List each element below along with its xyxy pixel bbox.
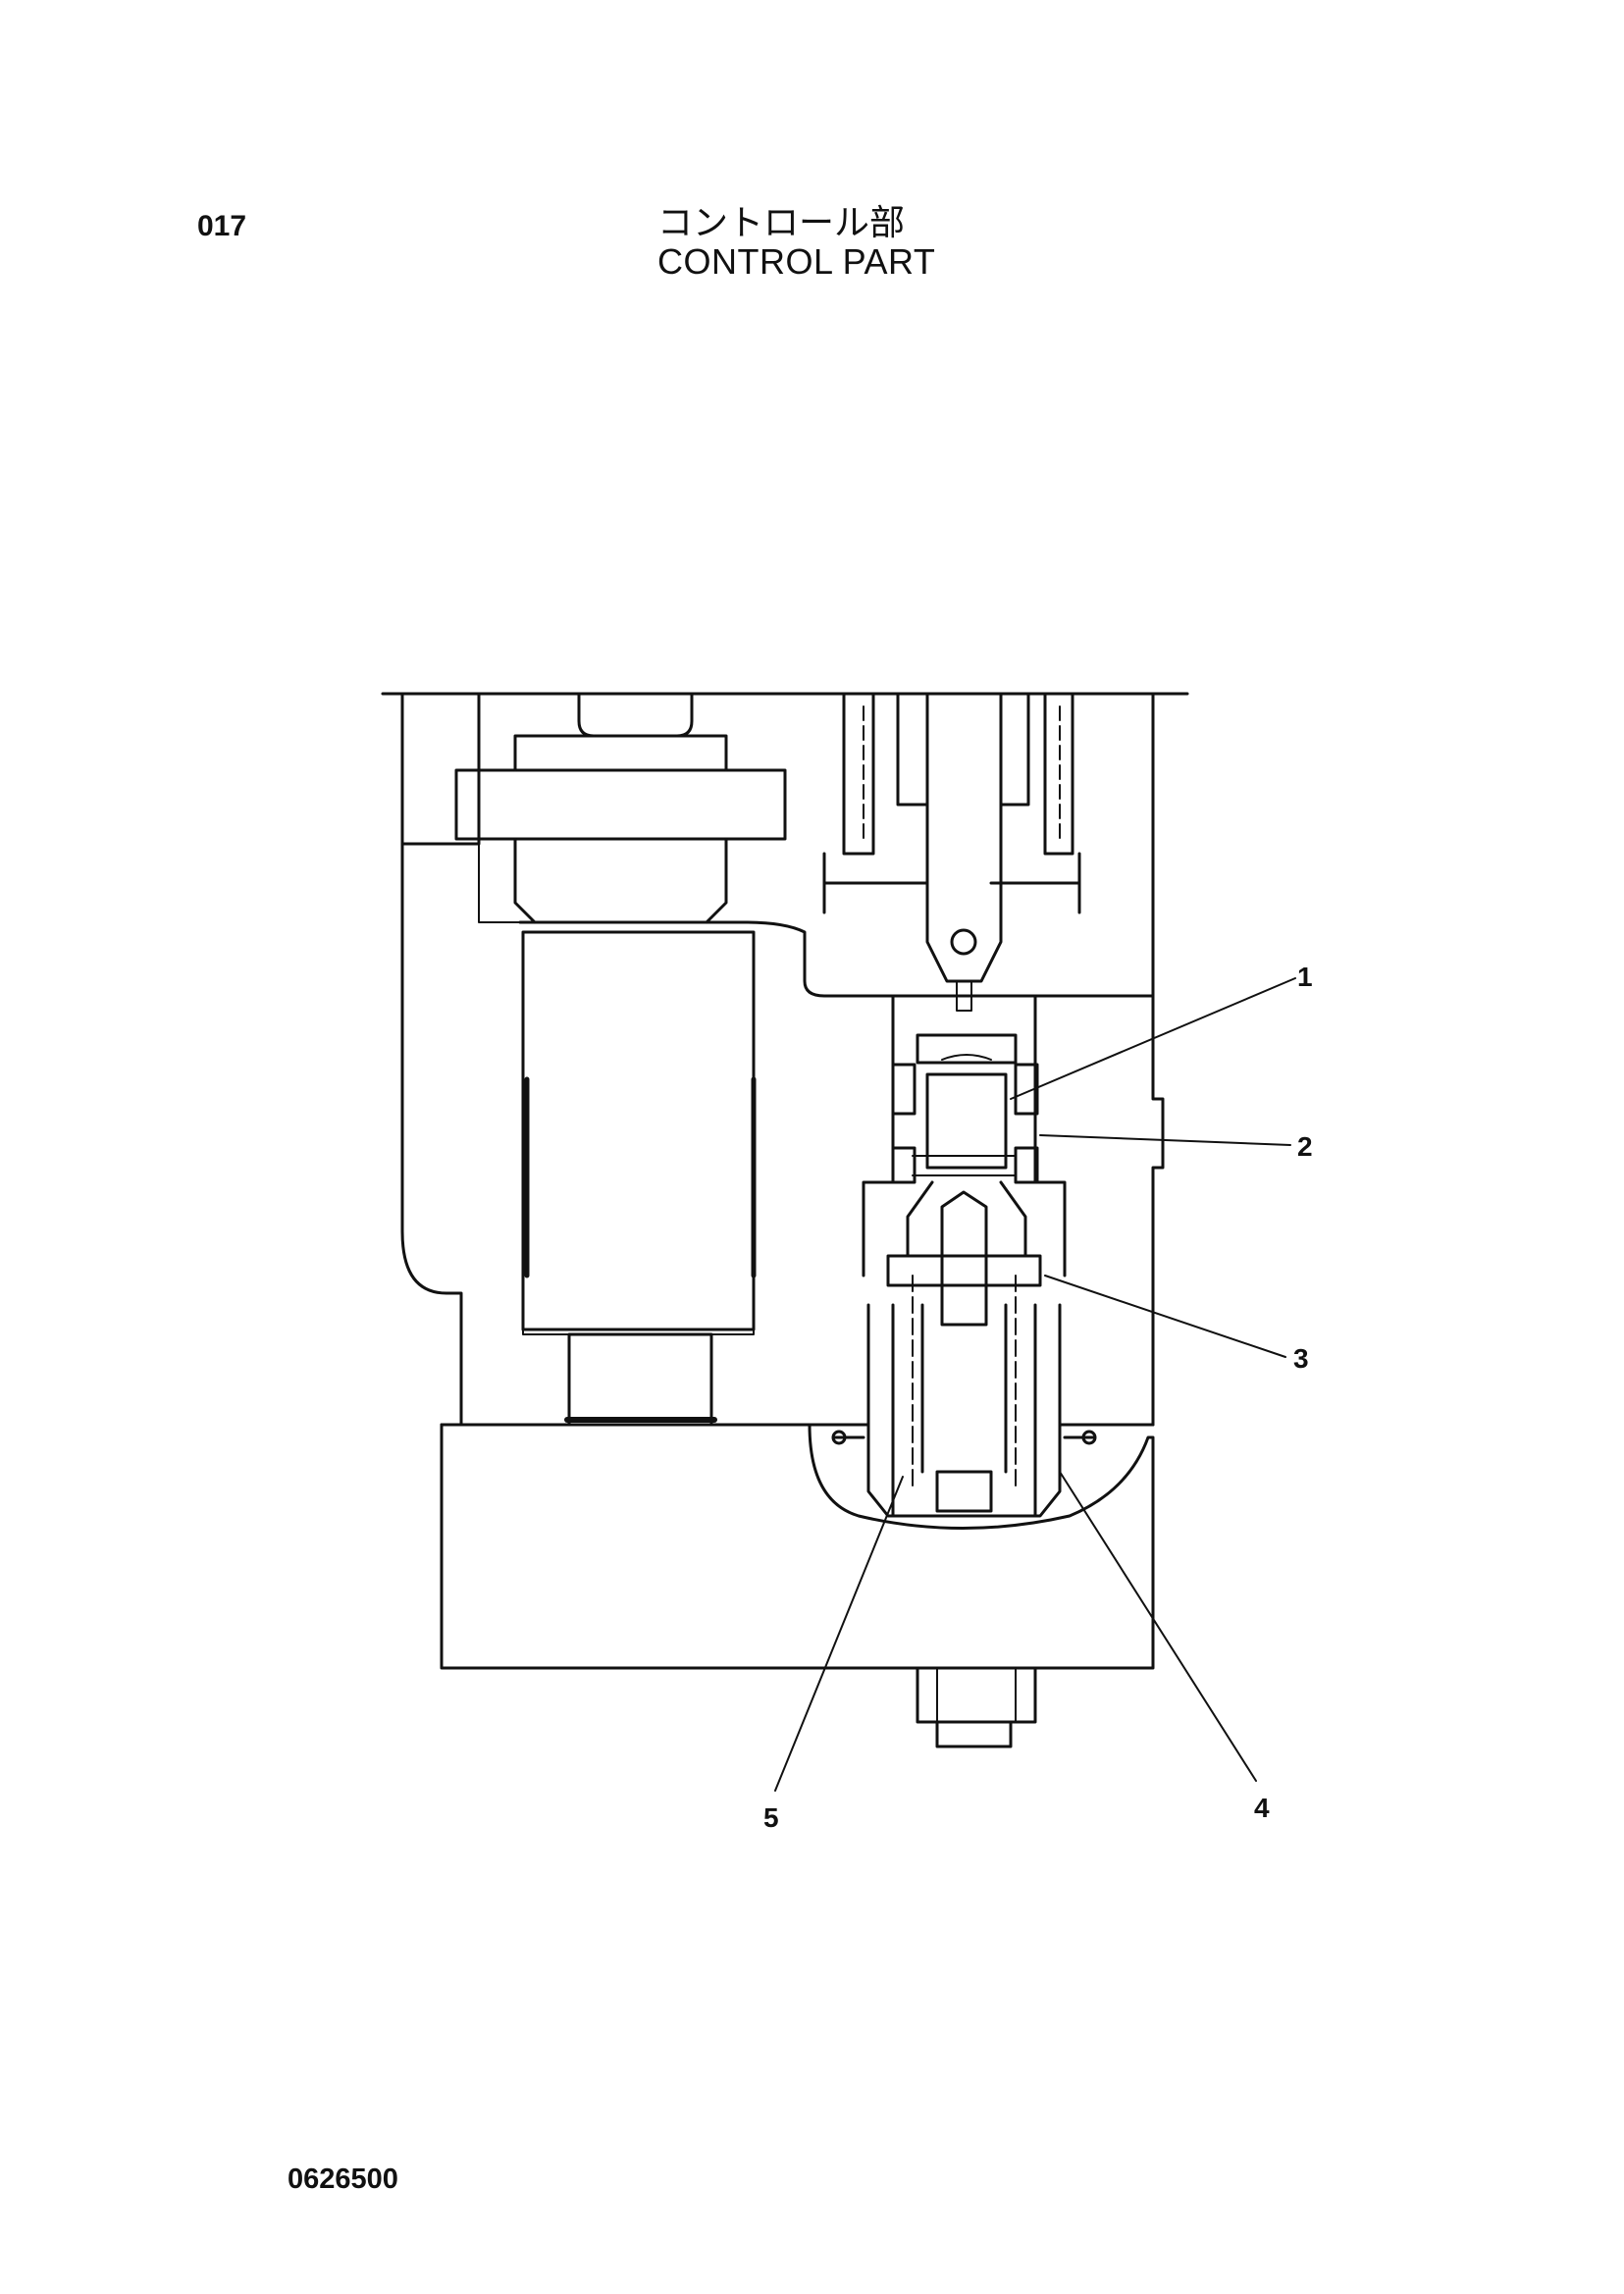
housing-outline — [400, 692, 1165, 1427]
title-english: CONTROL PART — [657, 241, 936, 282]
shaft-shoulder — [513, 837, 728, 924]
spring-centerlines — [863, 705, 1061, 845]
sleeve-centerlines — [912, 1275, 1017, 1492]
collar-neck — [513, 734, 728, 772]
spring-seat — [822, 852, 1081, 914]
leader-3 — [1044, 1275, 1286, 1358]
callout-3: 3 — [1293, 1343, 1309, 1374]
sleeve-plug — [935, 1470, 993, 1513]
oring-right-2 — [1014, 1146, 1039, 1184]
plunger-tip — [956, 980, 972, 1012]
callout-1: 1 — [1297, 962, 1313, 992]
spool-core — [940, 1190, 988, 1327]
callout-5: 5 — [763, 1802, 779, 1833]
callout-4: 4 — [1254, 1793, 1270, 1823]
leader-5 — [774, 1476, 904, 1792]
left-spring-pack — [842, 692, 929, 856]
valve-bore — [862, 994, 1067, 1277]
sleeve-walls — [891, 1303, 1037, 1518]
plunger — [925, 692, 1003, 983]
bottom-nut — [916, 1666, 1037, 1724]
drawing-number: 0626500 — [288, 2164, 398, 2195]
solenoid-frame — [522, 931, 755, 1335]
spool-taper — [906, 1180, 1027, 1258]
upper-collar — [454, 768, 787, 841]
leader-2 — [1039, 1134, 1291, 1146]
plunger-hole — [950, 928, 977, 956]
solenoid-body — [521, 930, 756, 1331]
bottom-plug — [935, 1720, 1013, 1748]
housing-step-lower — [478, 843, 521, 923]
solenoid-base — [567, 1332, 713, 1427]
lower-block — [440, 1423, 1155, 1670]
callout-2: 2 — [1297, 1131, 1313, 1162]
sleeve-outer — [866, 1303, 1062, 1518]
oring-left-2 — [891, 1146, 917, 1184]
poppet-1 — [925, 1072, 1008, 1170]
seat-curve — [941, 1054, 992, 1061]
sleeve-bore — [920, 1303, 1008, 1474]
nut-flats — [936, 1667, 1017, 1723]
snap-ring-left — [831, 1430, 847, 1445]
oring-right-1 — [1014, 1063, 1039, 1116]
housing-internal-edge — [518, 920, 1155, 998]
leader-4 — [1059, 1471, 1257, 1782]
shaft-top — [577, 692, 694, 738]
oring-left-1 — [891, 1063, 917, 1116]
right-spring-pack — [999, 692, 1074, 856]
seat-plate — [886, 1254, 1042, 1287]
poppet-lands — [912, 1155, 1017, 1176]
snap-ring-right — [1081, 1430, 1097, 1445]
page-number: 017 — [197, 210, 247, 242]
leader-1 — [1010, 977, 1296, 1100]
title-japanese: コントロール部 — [657, 203, 906, 243]
valve-seat-top — [916, 1033, 1018, 1065]
